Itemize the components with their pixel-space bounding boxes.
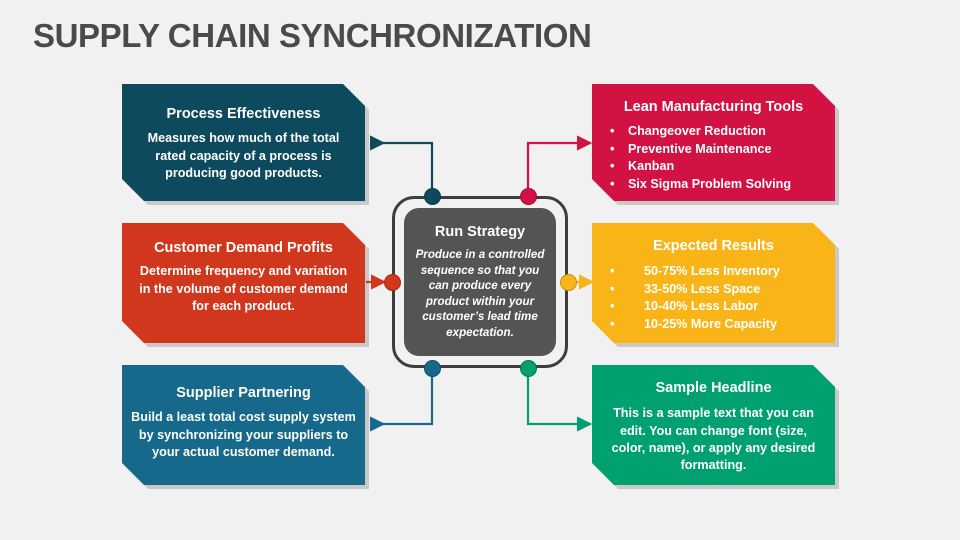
wire-top-left <box>369 135 434 196</box>
connector-dot-bottom-left[interactable] <box>423 359 441 377</box>
card-title: Expected Results <box>653 238 774 254</box>
card-title: Lean Manufacturing Tools <box>623 99 804 115</box>
wire-top-right <box>526 135 593 196</box>
list-item: 10-25% More Capacity <box>602 316 825 333</box>
connector-dot-middle-left[interactable] <box>383 273 401 291</box>
card-title: Process Effectiveness <box>166 106 321 122</box>
card-customer-demand-profits[interactable]: Customer Demand Profits Determine freque… <box>122 223 365 343</box>
connector-dot-top-left[interactable] <box>423 187 441 205</box>
list-item: 33-50% Less Space <box>602 281 825 298</box>
center-title: Run Strategy <box>434 224 526 240</box>
page-title: SUPPLY CHAIN SYNCHRONIZATION <box>33 17 592 54</box>
card-bullet-list: 50-75% Less Inventory 33-50% Less Space … <box>602 263 825 333</box>
list-item: Changeover Reduction <box>602 123 825 140</box>
card-body: Measures how much of the total rated cap… <box>147 131 340 180</box>
card-sample-headline[interactable]: Sample Headline This is a sample text th… <box>592 365 835 485</box>
card-expected-results[interactable]: Expected Results 50-75% Less Inventory 3… <box>592 223 835 343</box>
card-title: Supplier Partnering <box>176 385 311 401</box>
center-body: Produce in a controlled sequence so that… <box>415 248 545 339</box>
card-body: This is a sample text that you can edit.… <box>611 406 816 472</box>
connector-dot-middle-right[interactable] <box>559 273 577 291</box>
card-body: Build a least total cost supply system b… <box>131 410 356 459</box>
connector-dot-top-right[interactable] <box>519 187 537 205</box>
center-run-strategy-box[interactable]: Run Strategy Produce in a controlled seq… <box>404 208 556 356</box>
list-item: Six Sigma Problem Solving <box>602 176 825 193</box>
list-item: 50-75% Less Inventory <box>602 263 825 280</box>
card-bullet-list: Changeover Reduction Preventive Maintena… <box>602 123 825 193</box>
list-item: 10-40% Less Labor <box>602 298 825 315</box>
card-body: Determine frequency and variation in the… <box>139 264 348 313</box>
wire-bottom-left <box>369 368 434 432</box>
list-item: Preventive Maintenance <box>602 141 825 158</box>
card-supplier-partnering[interactable]: Supplier Partnering Build a least total … <box>122 365 365 485</box>
card-title: Customer Demand Profits <box>154 240 333 256</box>
card-lean-manufacturing-tools[interactable]: Lean Manufacturing Tools Changeover Redu… <box>592 84 835 201</box>
wire-bottom-right <box>526 368 593 432</box>
card-title: Sample Headline <box>655 380 772 396</box>
card-process-effectiveness[interactable]: Process Effectiveness Measures how much … <box>122 84 365 201</box>
list-item: Kanban <box>602 158 825 175</box>
connector-dot-bottom-right[interactable] <box>519 359 537 377</box>
